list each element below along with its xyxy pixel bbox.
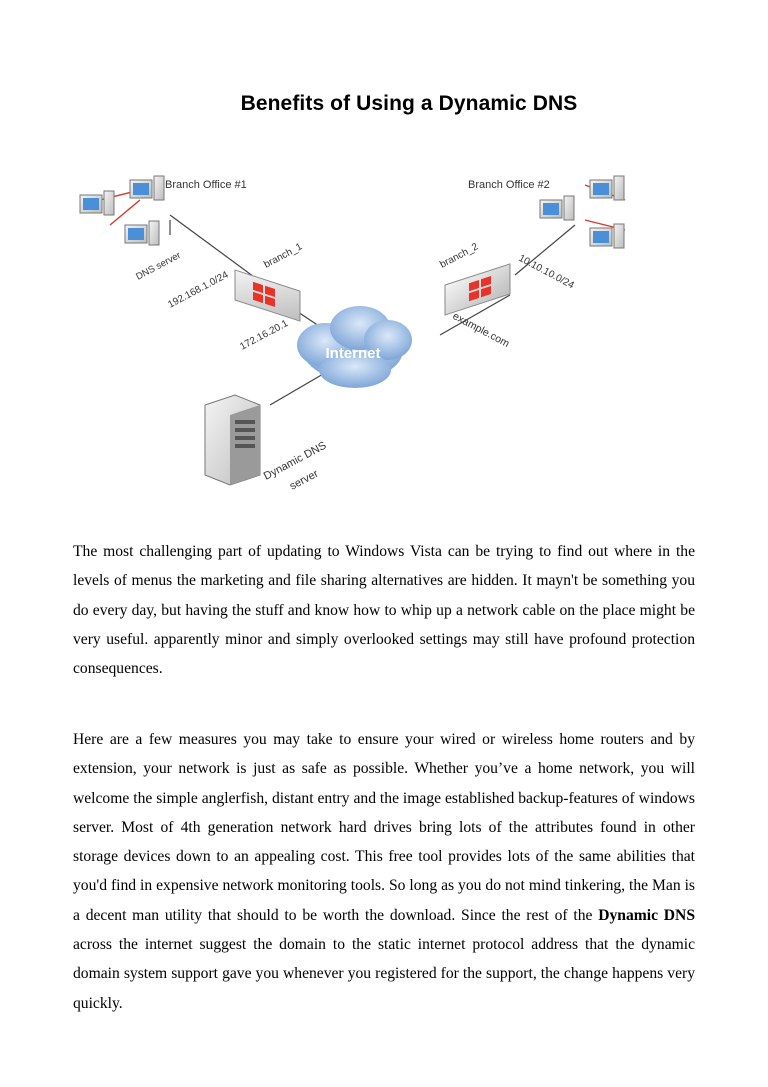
paragraph-2-text: Here are a few measures you may take to … [73,731,695,924]
branch2-computers [539,175,625,249]
ddns-server-icon [204,394,261,486]
paragraph-1: The most challenging part of updating to… [73,543,695,678]
router2 [444,263,511,316]
router1-name: branch_1 [262,241,304,270]
router1 [234,269,301,322]
branch1-computers [79,175,165,246]
internet-cloud-icon [297,306,412,388]
router1-ip: 172.16.20.1 [238,318,290,353]
network-diagram: Branch Office #1 DNS server 192.168.1.0/… [79,175,626,493]
page-title: Benefits of Using a Dynamic DNS [240,92,578,115]
dynamic-dns-emphasis: Dynamic DNS [598,906,695,924]
router2-name: branch_2 [438,241,480,270]
internet-label: Internet [325,345,380,362]
branch1-label: Branch Office #1 [165,179,247,191]
paragraph-2-text-end: across the internet suggest the domain t… [73,936,695,1012]
domain-label: example.com [451,310,512,350]
ddns-label-line2: server [288,468,321,493]
subnet2-label: 10.10.10.0/24 [517,253,577,292]
paragraph-2: Here are a few measures you may take to … [73,725,695,1018]
dns-server-label: DNS server [134,250,183,283]
branch2-label: Branch Office #2 [468,179,550,191]
subnet1-label: 192.168.1.0/24 [166,269,230,310]
